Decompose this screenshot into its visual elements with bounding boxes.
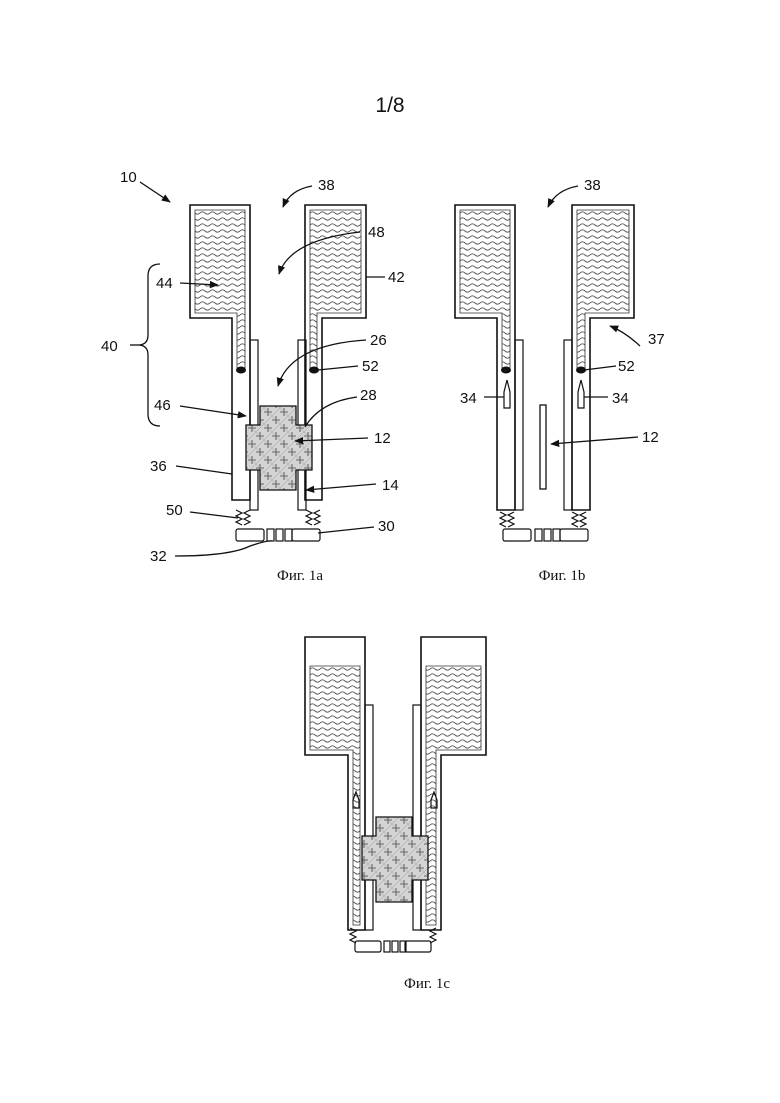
ref-12b: 12	[642, 429, 659, 446]
sample-block	[362, 817, 428, 902]
electrode-square	[553, 529, 560, 541]
electrode-square	[285, 529, 292, 541]
ref-46: 46	[154, 397, 171, 414]
left-inner-tube	[365, 705, 373, 930]
left-reservoir-fluid	[195, 210, 245, 370]
electrode-square	[276, 529, 283, 541]
right-needle	[578, 380, 584, 408]
figure-1b: 38 37 52 34 34 12 Фиг. 1b	[455, 177, 665, 584]
ref-44: 44	[156, 275, 173, 292]
electrode-square	[267, 529, 274, 541]
left-reservoir-fluid	[310, 666, 360, 925]
figure-caption-1c: Фиг. 1c	[404, 976, 450, 992]
leader-32	[175, 541, 272, 556]
ref-12a: 12	[374, 430, 391, 447]
electrode-square	[384, 941, 390, 952]
right-reservoir-fluid	[577, 210, 629, 370]
left-seal	[236, 367, 246, 374]
electrode-square	[392, 941, 398, 952]
ref-38a: 38	[318, 177, 335, 194]
ref-34a: 34	[460, 390, 477, 407]
ref-30: 30	[378, 518, 395, 535]
figure-caption-1b: Фиг. 1b	[539, 568, 586, 584]
right-seal	[309, 367, 319, 374]
electrode-square	[535, 529, 542, 541]
left-thread	[500, 512, 514, 527]
right-inner-tube	[413, 705, 421, 930]
ref-40: 40	[101, 338, 118, 355]
ref-10: 10	[120, 169, 137, 186]
leader-14	[306, 484, 376, 490]
left-reservoir-fluid	[460, 210, 510, 370]
ref-34b: 34	[612, 390, 629, 407]
leader-30	[318, 527, 374, 533]
right-inner-tube	[564, 340, 572, 510]
leader-36	[176, 466, 232, 474]
figure-1a: 10 38 48 44 42 40 26 52 46 28 12 36 14 5…	[101, 169, 405, 584]
leader-38a	[283, 186, 312, 207]
leader-10	[140, 182, 170, 202]
right-reservoir-fluid	[310, 210, 361, 370]
right-thread	[572, 512, 586, 527]
right-cap	[405, 941, 431, 952]
left-seal	[501, 367, 511, 374]
leader-52b	[584, 366, 616, 370]
ref-14: 14	[382, 477, 399, 494]
ref-50: 50	[166, 502, 183, 519]
sample-strip	[540, 405, 546, 489]
leader-28	[305, 397, 357, 427]
sample-block	[246, 406, 312, 490]
right-cap	[292, 529, 320, 541]
ref-36: 36	[150, 458, 167, 475]
leader-46	[180, 406, 246, 416]
leader-52a	[318, 366, 358, 370]
right-cap	[560, 529, 588, 541]
right-thread	[306, 510, 320, 525]
ref-26: 26	[370, 332, 387, 349]
ref-38b: 38	[584, 177, 601, 194]
leader-37	[610, 326, 640, 346]
right-reservoir-fluid	[426, 666, 481, 925]
ref-42: 42	[388, 269, 405, 286]
ref-37: 37	[648, 331, 665, 348]
ref-52a: 52	[362, 358, 379, 375]
electrode-square	[544, 529, 551, 541]
left-needle	[504, 380, 510, 408]
figure-1c: Фиг. 1c	[305, 637, 486, 992]
left-inner-tube	[515, 340, 523, 510]
left-cap	[236, 529, 264, 541]
left-cap	[503, 529, 531, 541]
ref-52b: 52	[618, 358, 635, 375]
leader-50	[190, 512, 238, 518]
leader-38b	[548, 186, 578, 207]
ref-48: 48	[368, 224, 385, 241]
ref-28: 28	[360, 387, 377, 404]
left-cap	[355, 941, 381, 952]
ref-32: 32	[150, 548, 167, 565]
page-number: 1/8	[375, 94, 404, 117]
figure-caption-1a: Фиг. 1a	[277, 568, 323, 584]
left-thread	[236, 510, 250, 525]
